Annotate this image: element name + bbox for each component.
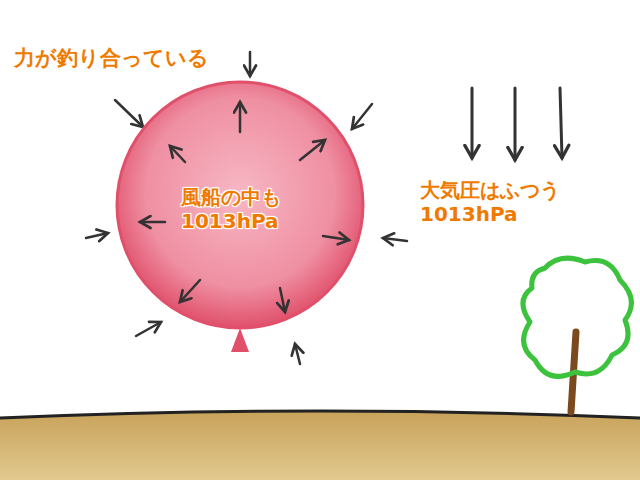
- ground-line: [0, 411, 640, 418]
- title-note: 力が釣り合っている: [14, 46, 209, 71]
- ground: [0, 411, 640, 480]
- inner-force-arrows: [140, 102, 349, 312]
- tree-crown: [523, 258, 631, 376]
- balloon-label: 風船の中も 1013hPa: [181, 185, 299, 233]
- pressure-arrows: [472, 88, 562, 160]
- outer-force-arrows: [86, 52, 407, 364]
- pressure-label: 大気圧はふつう 1013hPa: [420, 178, 580, 226]
- balloon: 風船の中も 1013hPa: [115, 80, 365, 330]
- balloon-knot: [231, 328, 249, 352]
- balloon-body: [117, 82, 363, 328]
